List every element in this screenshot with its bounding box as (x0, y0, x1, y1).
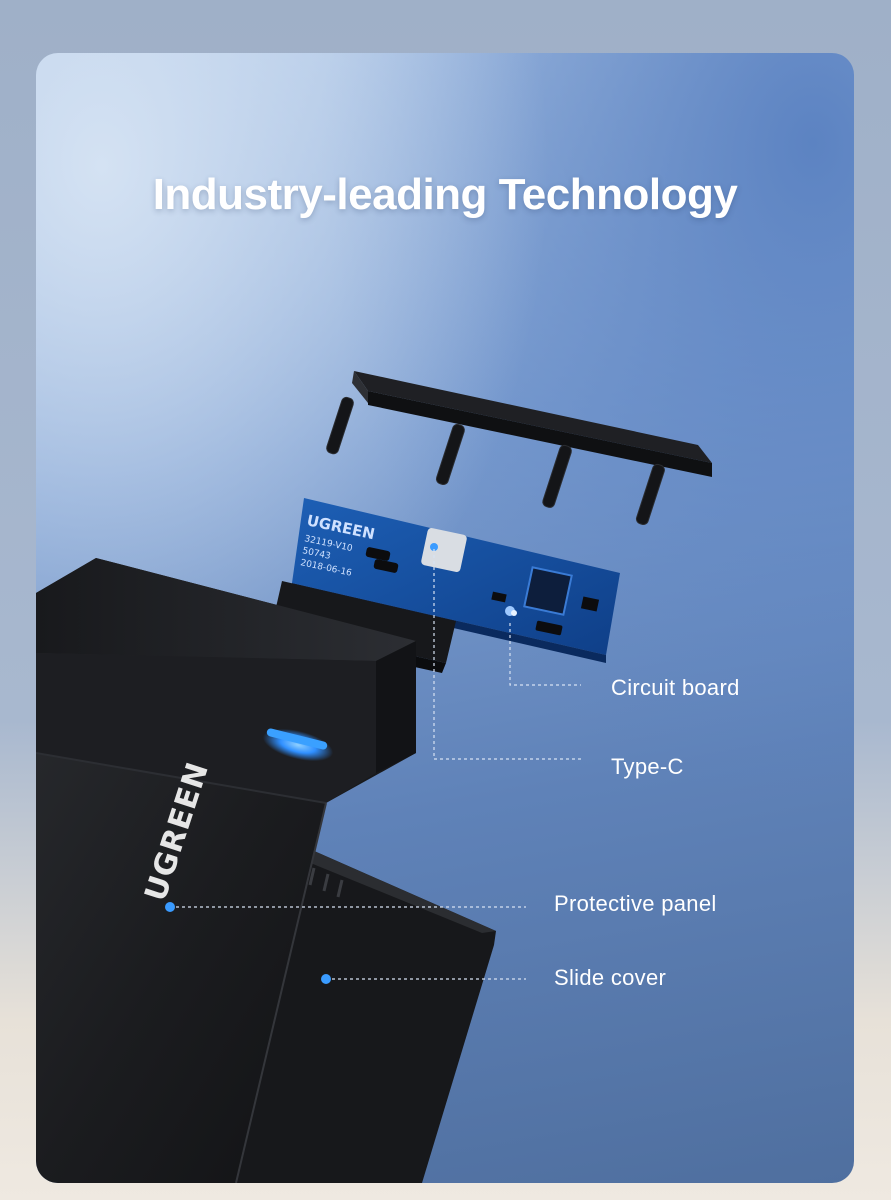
page-title: Industry-leading Technology (152, 170, 738, 219)
label-type-c: Type-C (611, 754, 684, 779)
connector-bracket (326, 371, 712, 526)
label-protective-panel: Protective panel (554, 891, 717, 916)
leader-circuit-board (509, 623, 581, 686)
dot-protective-panel (165, 902, 175, 912)
led-indicator (266, 728, 328, 750)
label-slide-cover: Slide cover (554, 965, 667, 990)
type-c-marker (430, 543, 438, 551)
label-circuit-board: Circuit board (611, 675, 740, 700)
leader-type-c (433, 549, 581, 760)
dot-slide-cover (321, 974, 331, 984)
enclosure: UGREEN (36, 558, 416, 1183)
hero-card: Industry-leading Technology (36, 53, 854, 1183)
slide-cover (232, 843, 496, 1183)
callout-dots (165, 902, 331, 984)
circuit-board: UGREEN 32119-V10 50743 2018-06-16 (268, 498, 620, 673)
callout-leaders (170, 549, 581, 980)
product-illustration: UGREEN 32119-V10 50743 2018-06-16 (36, 371, 712, 1183)
